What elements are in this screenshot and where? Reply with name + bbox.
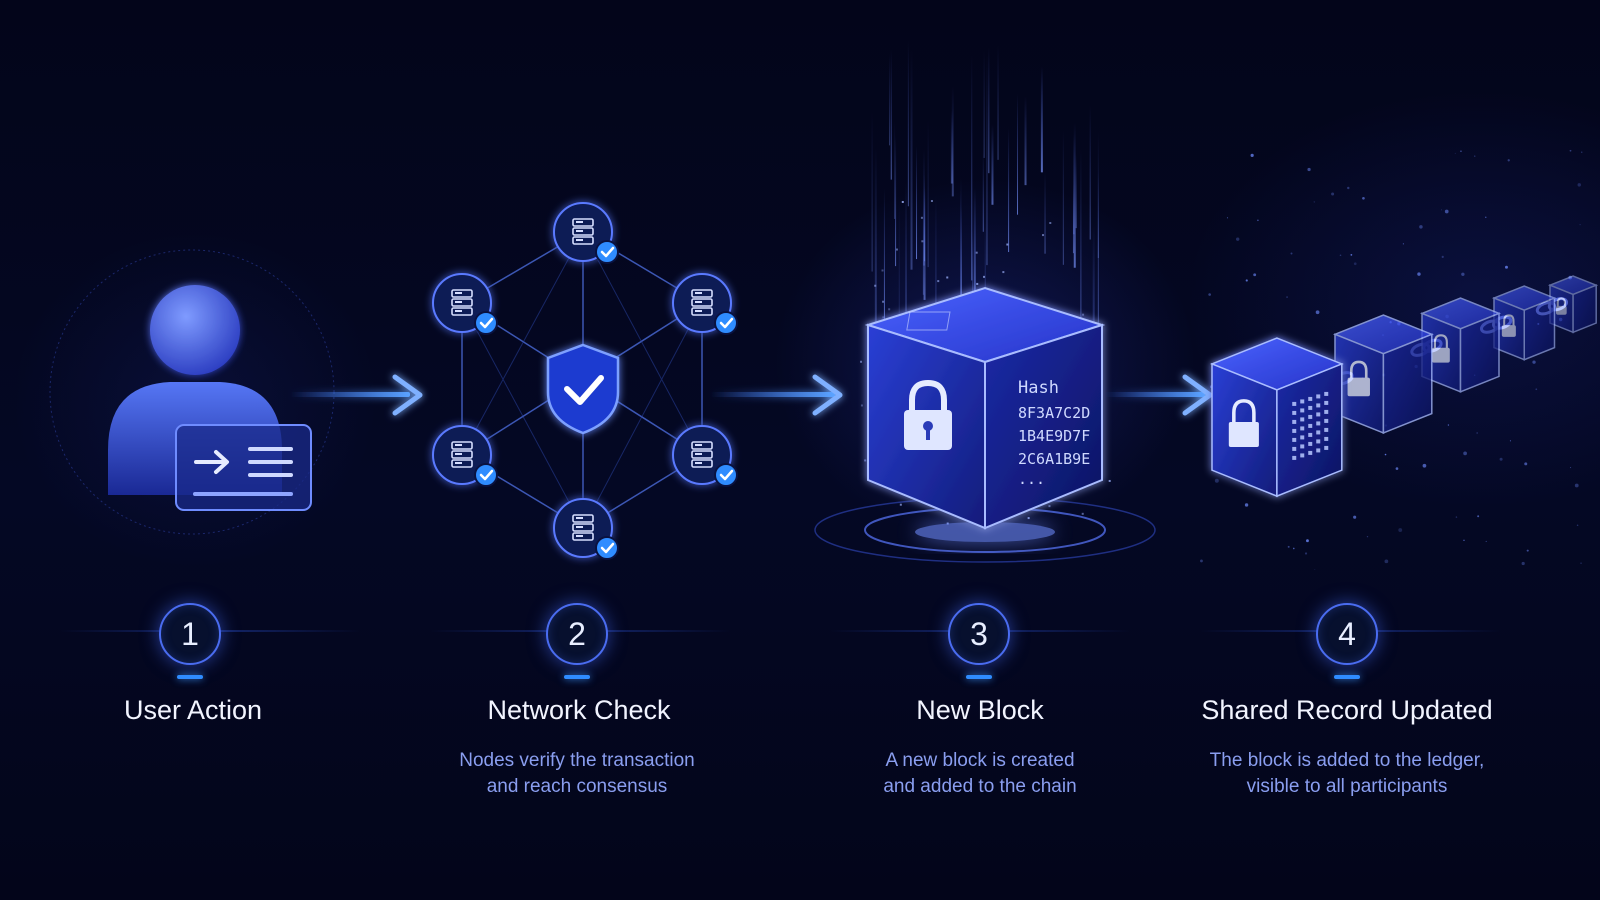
step-description-line: and added to the chain <box>883 776 1077 797</box>
step-description-line: and reach consensus <box>486 776 668 797</box>
hash-line: 2C6A1B9E <box>1018 450 1090 468</box>
lock-icon <box>1347 360 1370 397</box>
lock-icon <box>1228 399 1259 448</box>
check-badge-icon <box>714 311 738 335</box>
step-number-1: 1 <box>159 603 221 665</box>
server-icon <box>572 514 594 541</box>
step-description-2: Nodes verify the transaction and reach c… <box>412 748 742 800</box>
step-number-4: 4 <box>1316 603 1378 665</box>
shared-record-illustration <box>1200 149 1599 570</box>
shield-check-icon <box>546 343 620 435</box>
step-description-line: visible to all participants <box>1246 776 1448 797</box>
server-icon <box>691 441 713 468</box>
server-icon <box>691 289 713 316</box>
chain-block <box>1419 297 1502 393</box>
server-node <box>432 273 498 335</box>
step-title-2: Network Check <box>487 695 671 725</box>
timeline <box>60 630 1500 632</box>
check-badge-icon <box>595 240 619 264</box>
hash-line: ... <box>1018 470 1045 488</box>
lock-icon <box>1555 297 1567 315</box>
hash-panel: Hash 8F3A7C2D 1B4E9D7F 2C6A1B9E ... <box>1018 378 1090 488</box>
lock-icon <box>1501 314 1516 337</box>
step-number-3: 3 <box>948 603 1010 665</box>
lock-icon <box>904 379 952 450</box>
server-node <box>553 498 619 560</box>
server-node <box>553 202 619 264</box>
step-description-4: The block is added to the ledger, visibl… <box>1182 748 1512 800</box>
lock-icon <box>1431 334 1450 363</box>
chain-block <box>1332 314 1434 435</box>
step-description-line: Nodes verify the transaction <box>459 750 695 771</box>
step-description-3: A new block is created and added to the … <box>815 748 1145 800</box>
step-description-line: A new block is created <box>885 750 1075 771</box>
server-icon <box>572 218 594 245</box>
check-badge-icon <box>595 536 619 560</box>
user-action-illustration <box>49 249 335 535</box>
arrow-right-icon <box>1105 374 1213 416</box>
check-badge-icon <box>474 463 498 487</box>
step-title-4: Shared Record Updated <box>1201 695 1493 725</box>
server-icon <box>451 289 473 316</box>
step-indicator-3 <box>966 675 992 679</box>
hash-line: 8F3A7C2D <box>1018 404 1090 422</box>
server-node <box>432 425 498 487</box>
network-check-illustration <box>432 202 738 560</box>
server-node <box>672 273 738 335</box>
chain-block <box>1547 275 1599 334</box>
chain-block <box>1209 337 1344 498</box>
form-card-icon <box>175 424 312 511</box>
server-icon <box>451 441 473 468</box>
hash-title: Hash <box>1018 378 1059 398</box>
step-indicator-1 <box>177 675 203 679</box>
hash-line: 1B4E9D7F <box>1018 427 1090 445</box>
server-node <box>672 425 738 487</box>
new-block-illustration: Hash 8F3A7C2D 1B4E9D7F 2C6A1B9E ... <box>814 40 1156 563</box>
arrow-right-icon <box>710 374 843 416</box>
step-number-2: 2 <box>546 603 608 665</box>
step-indicator-4 <box>1334 675 1360 679</box>
step-description-line: The block is added to the ledger, <box>1209 750 1485 771</box>
chain-block <box>1491 285 1557 361</box>
check-badge-icon <box>474 311 498 335</box>
step-indicator-2 <box>564 675 590 679</box>
arrow-right-icon <box>290 374 423 416</box>
check-badge-icon <box>714 463 738 487</box>
step-title-3: New Block <box>916 695 1044 725</box>
step-title-1: User Action <box>123 695 263 725</box>
